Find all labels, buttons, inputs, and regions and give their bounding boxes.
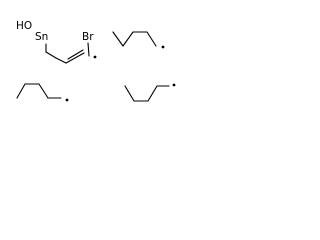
sn-ch2-bond	[45, 43, 57, 59]
bromine-atom-label: Br	[82, 31, 94, 43]
butyl-radical-dot-lower-right	[172, 83, 176, 87]
butyl-radical-dot-lower-left	[65, 98, 69, 102]
cbr-bond	[87, 42, 90, 57]
hydroxyl-label: HO	[16, 20, 32, 32]
butyl-chain-lower-left	[16, 83, 62, 99]
tin-atom-label: Sn	[35, 31, 48, 43]
chemical-structure: HO Sn Br	[16, 20, 176, 102]
cc-double-bond	[65, 52, 85, 64]
butyl-radical-dot-upper-right	[161, 45, 165, 49]
butyl-chain-lower-right	[124, 85, 170, 102]
vinyl-radical-dot	[93, 55, 97, 59]
ch2-ch-bond	[55, 57, 67, 64]
cc-double-bond-inner	[67, 49, 84, 60]
butyl-chain-upper-right	[112, 31, 157, 47]
